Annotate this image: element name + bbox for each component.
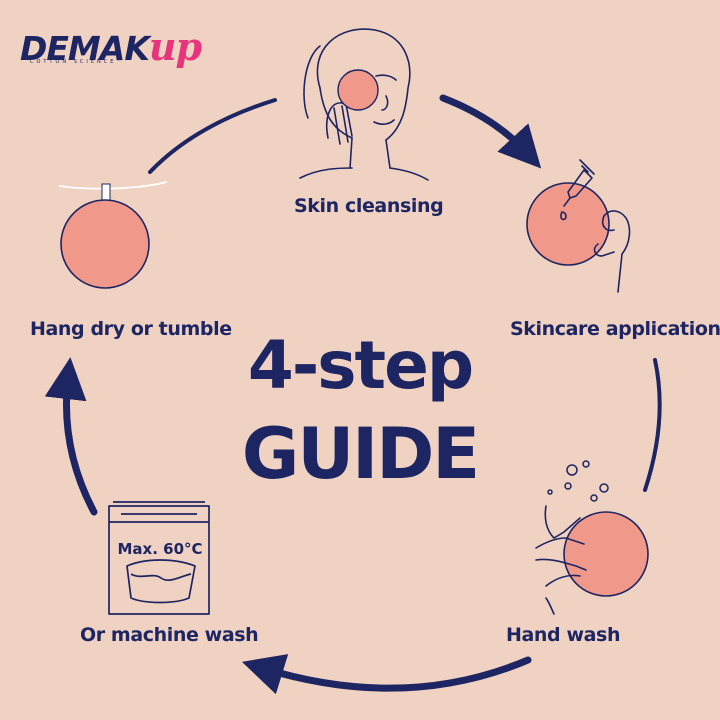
arrow-to-skincare <box>439 94 542 169</box>
arrow-to-machine-wash <box>241 654 532 695</box>
title-line-2: GUIDE <box>241 413 480 495</box>
washing-machine-icon <box>108 501 210 615</box>
arc-right <box>643 358 662 492</box>
step-label-skincare-application: Skincare application <box>510 318 720 340</box>
hanging-pad-icon <box>58 181 168 289</box>
brand-name: DEMAK <box>20 29 150 68</box>
max-temperature-label: Max. 60°C <box>117 540 203 558</box>
brand-logo: DEMAKup <box>20 24 202 69</box>
step-label-skin-cleansing: Skin cleansing <box>294 195 444 217</box>
arrow-to-hang-dry <box>44 357 98 516</box>
arc-top-left <box>148 98 277 174</box>
step-label-hand-wash: Hand wash <box>506 624 621 646</box>
step-label-hang-dry: Hang dry or tumble <box>30 318 232 340</box>
brand-suffix: up <box>148 24 202 69</box>
dropper-pad-icon <box>526 159 631 293</box>
hand-wash-icon <box>535 460 649 615</box>
title-line-1: 4-step <box>247 327 474 404</box>
face-cleansing-icon <box>299 28 429 181</box>
brand-tagline: COTTON SCIENCE™ <box>30 59 125 65</box>
step-label-machine-wash: Or machine wash <box>80 624 259 646</box>
